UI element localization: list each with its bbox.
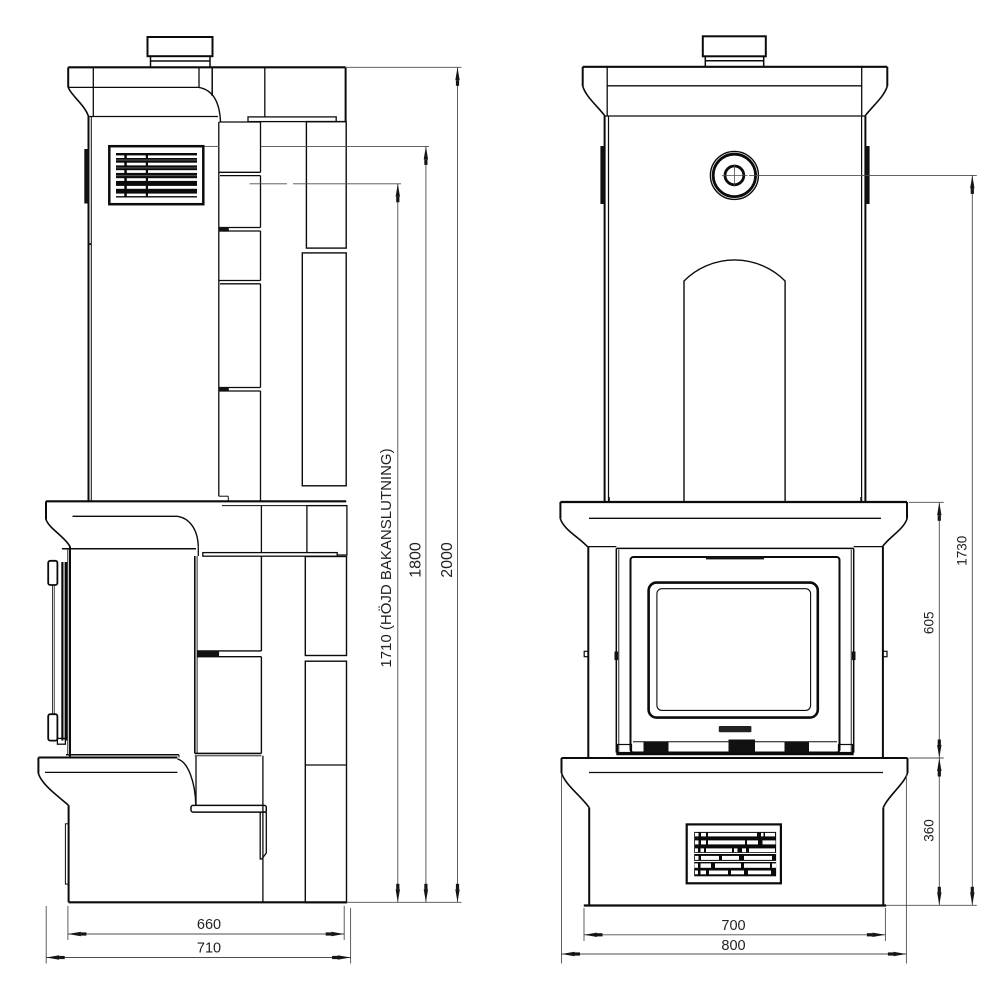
svg-text:660: 660 [197,917,221,933]
svg-text:1730: 1730 [955,536,970,566]
svg-text:360: 360 [922,819,937,842]
svg-text:710: 710 [197,941,221,957]
svg-text:2000: 2000 [439,542,456,578]
svg-text:1710 (HÖJD BAKANSLUTNING): 1710 (HÖJD BAKANSLUTNING) [377,448,395,667]
svg-text:700: 700 [721,918,745,934]
svg-text:605: 605 [922,612,937,635]
svg-text:800: 800 [721,938,745,954]
svg-text:1800: 1800 [408,542,425,578]
